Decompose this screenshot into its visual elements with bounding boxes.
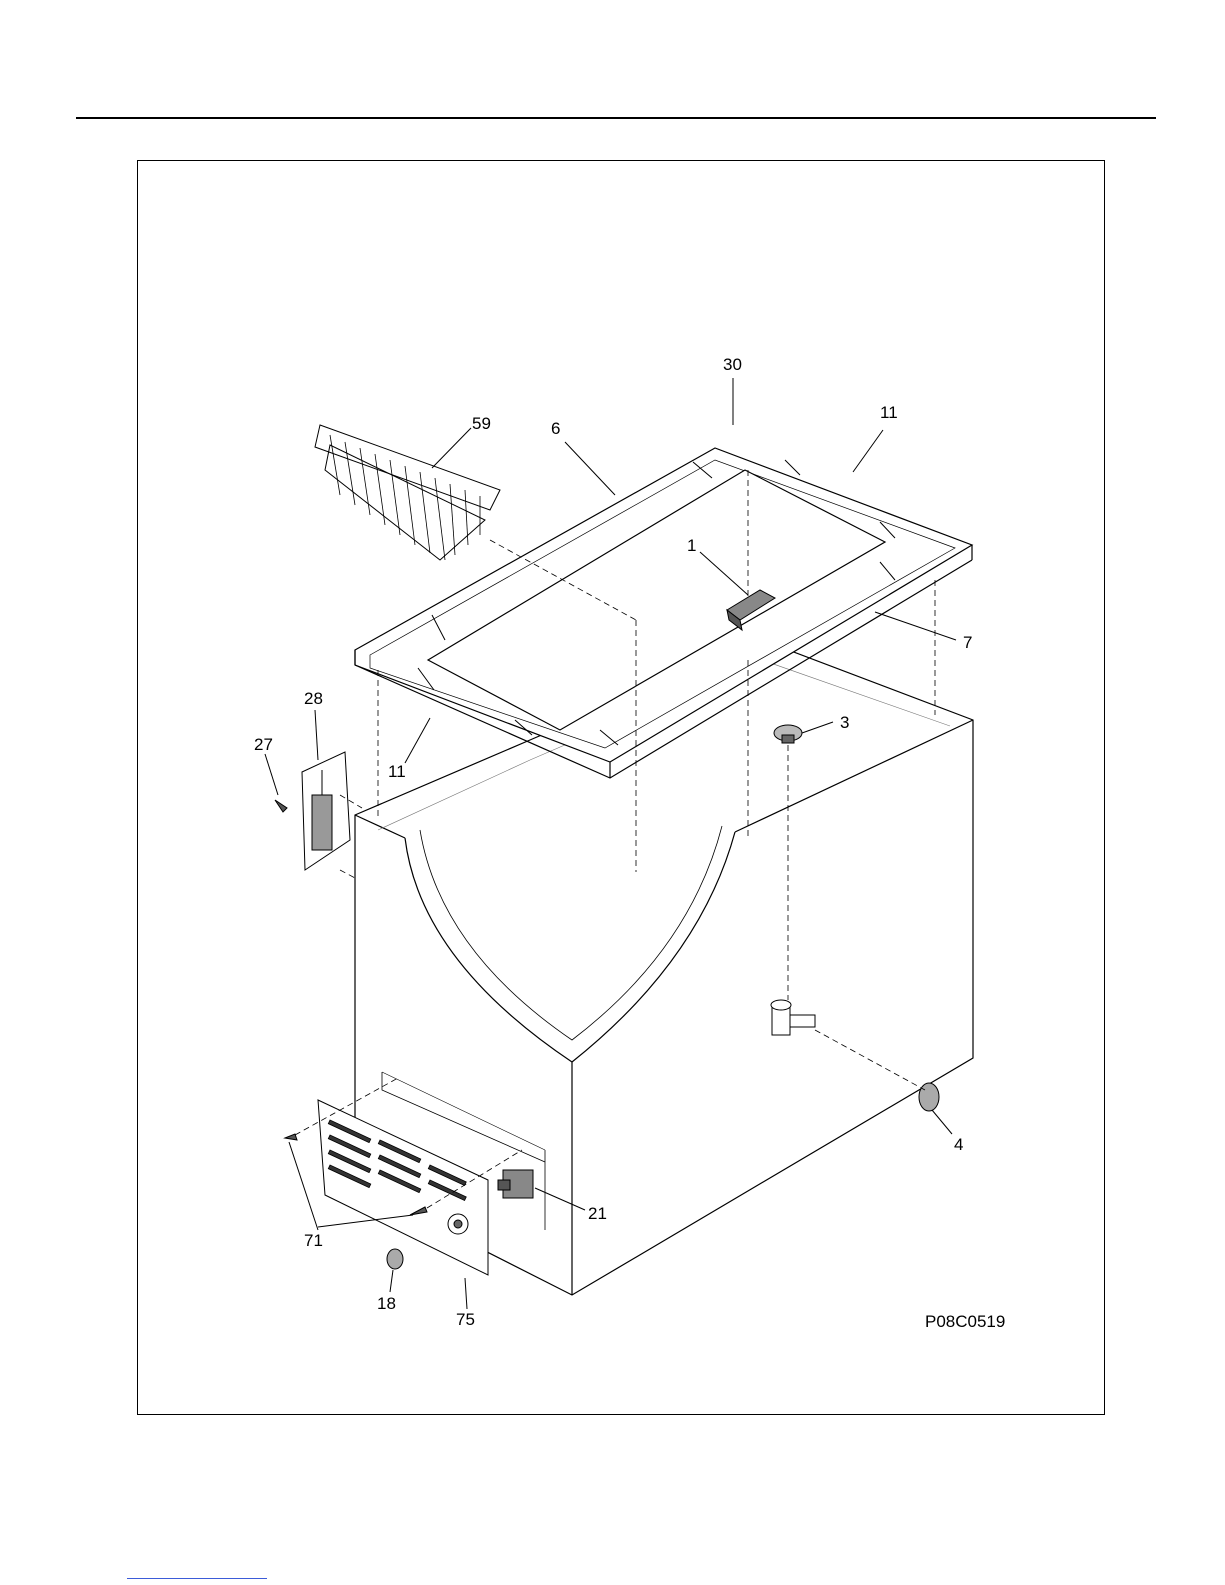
callout-11: 11 <box>880 403 898 422</box>
drawing-code: P08C0519 <box>925 1312 1005 1331</box>
callout-75: 75 <box>456 1310 475 1329</box>
callout-71: 71 <box>304 1231 323 1250</box>
callout-4: 4 <box>954 1135 963 1154</box>
callout-7: 7 <box>963 633 972 652</box>
knob-part-18 <box>387 1249 403 1269</box>
hinge-part-28 <box>302 752 350 870</box>
screw-part-27 <box>275 800 287 812</box>
callout-1: 1 <box>687 536 696 555</box>
callout-21: 21 <box>588 1204 607 1223</box>
callout-11-lower: 11 <box>388 762 406 781</box>
footer-link-underline[interactable] <box>127 1578 267 1579</box>
wire-basket-part-59 <box>315 425 500 560</box>
callout-18: 18 <box>377 1294 396 1313</box>
callout-6: 6 <box>551 419 560 438</box>
switch-part-21 <box>498 1170 533 1198</box>
callout-30: 30 <box>723 355 742 374</box>
callout-3: 3 <box>840 713 849 732</box>
callout-59: 59 <box>472 414 491 433</box>
callout-28: 28 <box>304 689 323 708</box>
drain-cap-part-4 <box>919 1083 939 1111</box>
callout-27: 27 <box>254 735 273 754</box>
